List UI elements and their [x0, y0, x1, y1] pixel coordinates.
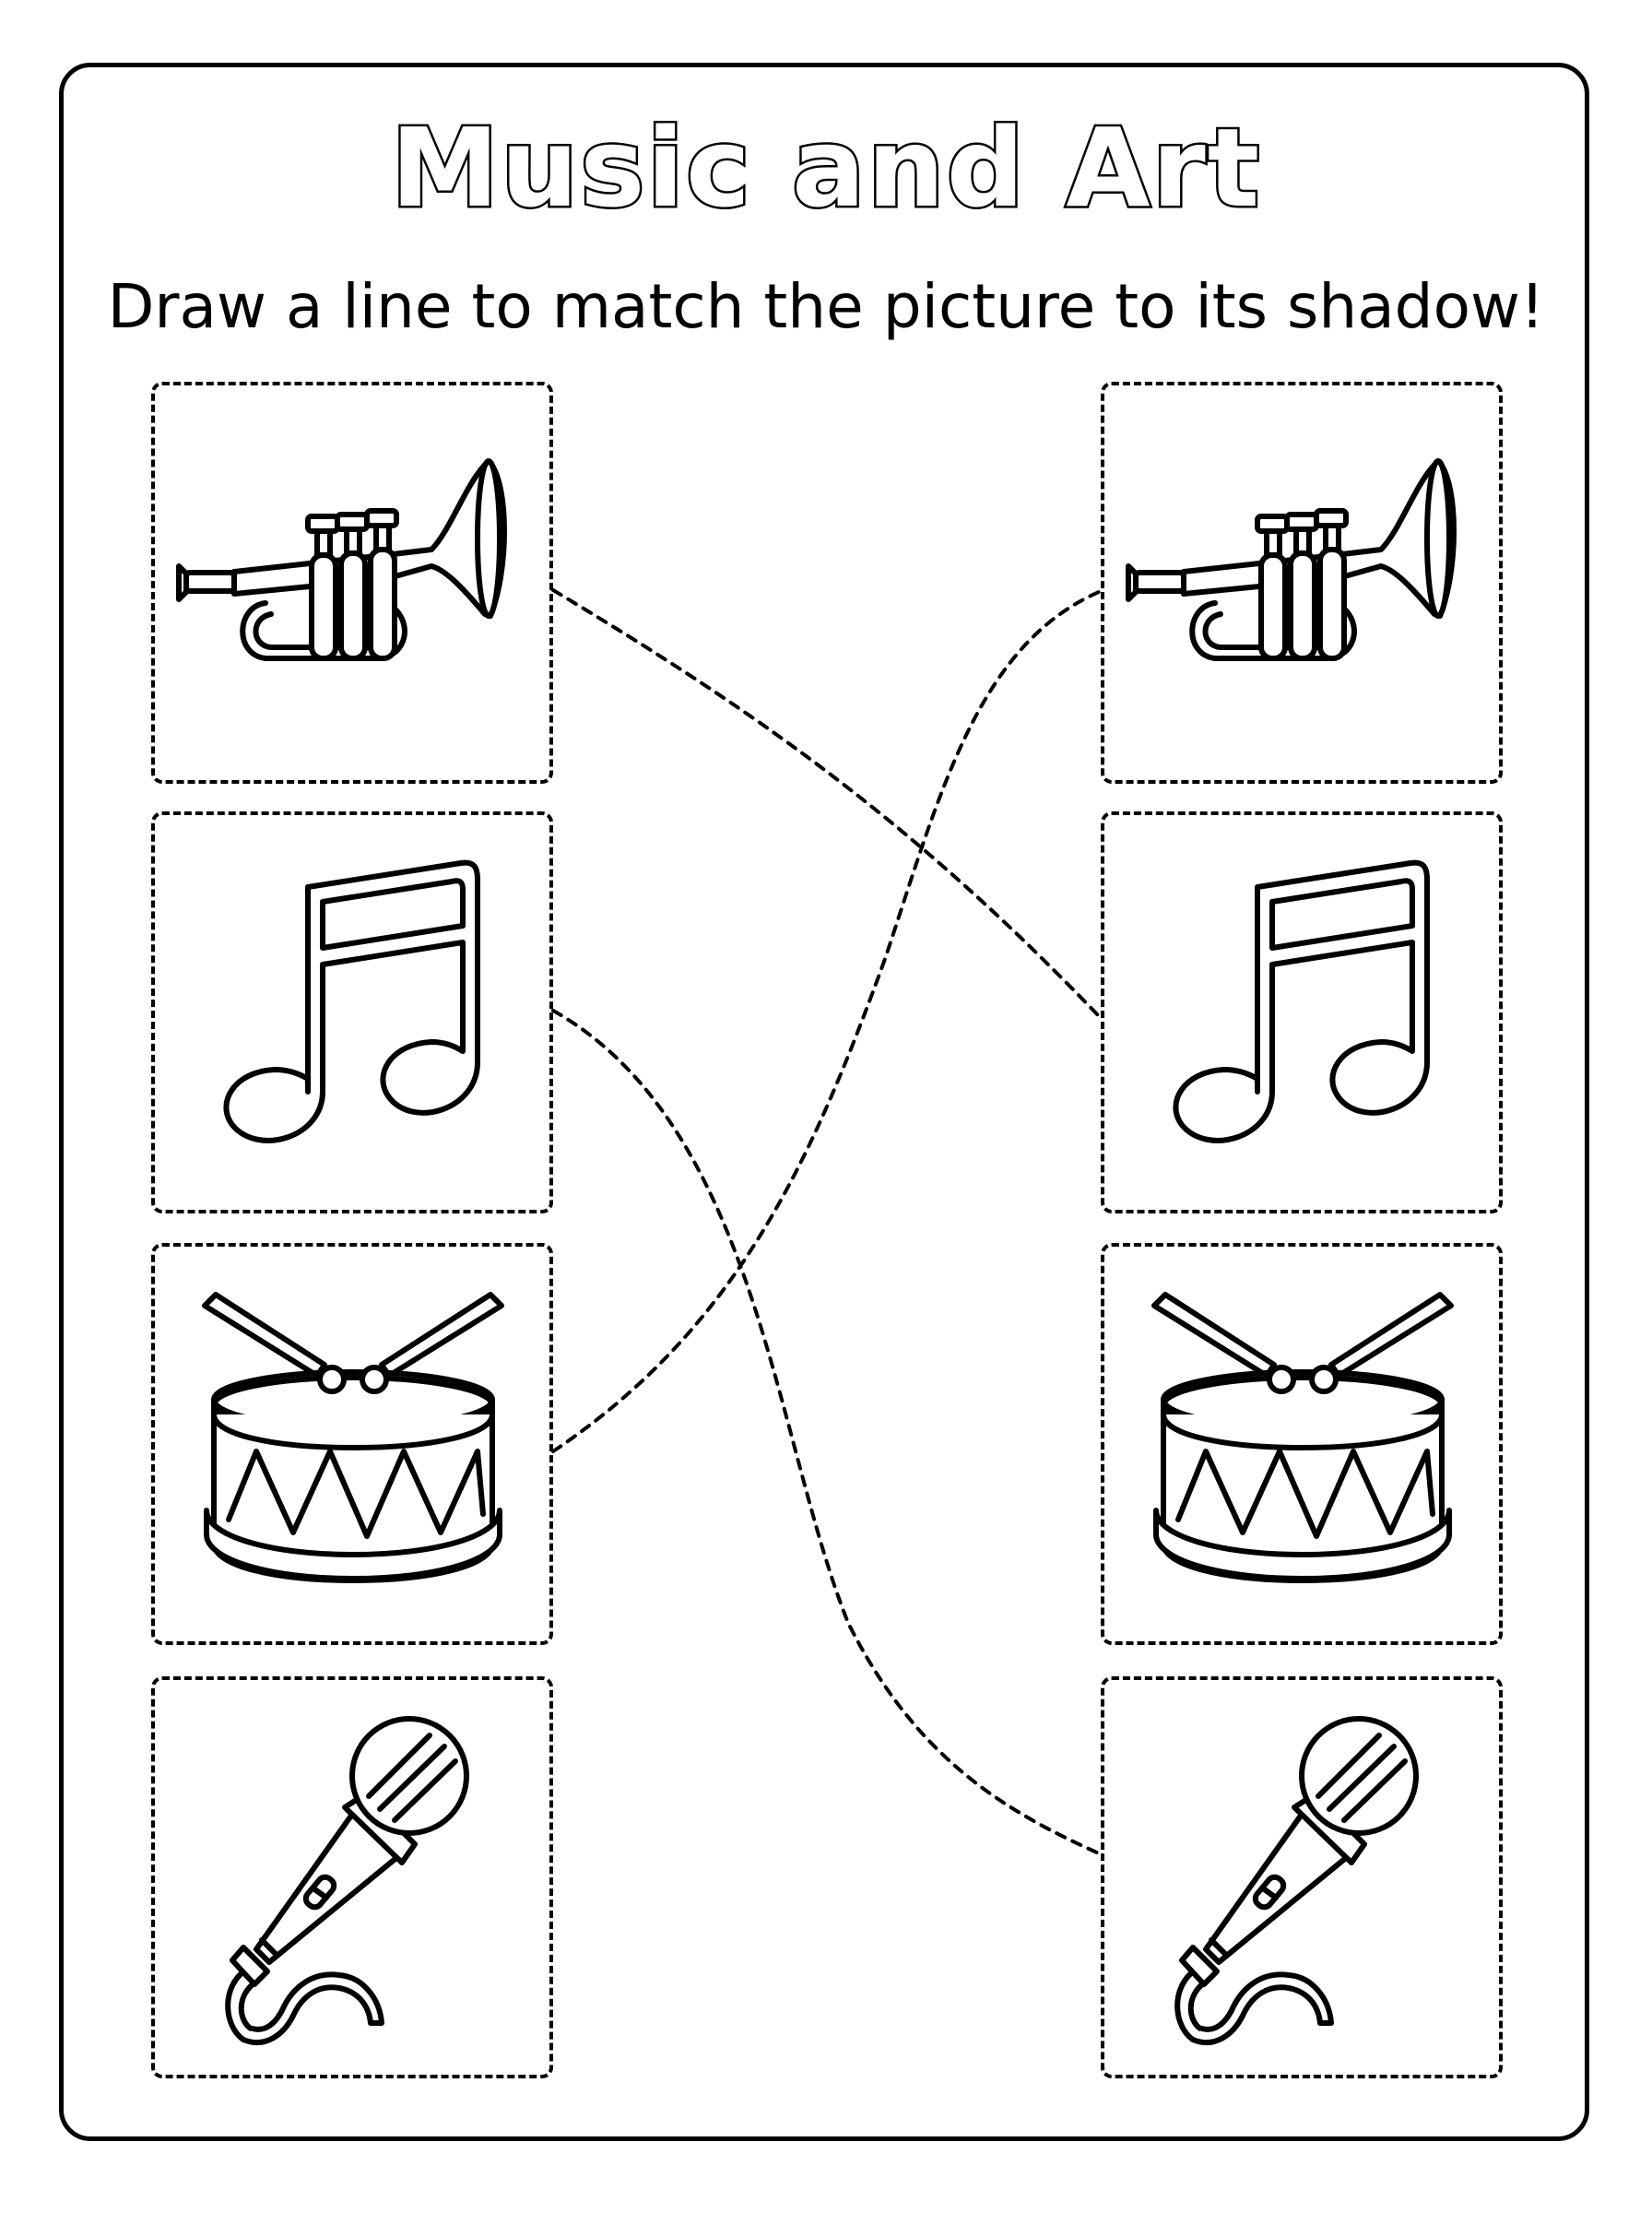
music-note-icon: [155, 815, 549, 1210]
microphone-icon: [1104, 1680, 1499, 2075]
left-card-music-note[interactable]: [151, 811, 553, 1213]
worksheet-title: Music and Art: [388, 102, 1262, 234]
microphone-icon: [155, 1680, 549, 2075]
worksheet-border: [59, 63, 1589, 2141]
drum-icon: [1104, 1247, 1499, 1641]
right-card-music-note[interactable]: [1101, 811, 1503, 1213]
left-card-microphone[interactable]: [151, 1676, 553, 2078]
right-card-trumpet[interactable]: [1101, 382, 1503, 784]
worksheet-instruction: Draw a line to match the picture to its …: [107, 271, 1545, 342]
left-card-drum[interactable]: [151, 1243, 553, 1645]
right-card-drum[interactable]: [1101, 1243, 1503, 1645]
left-card-trumpet[interactable]: [151, 382, 553, 784]
right-card-microphone[interactable]: [1101, 1676, 1503, 2078]
trumpet-icon: [1104, 385, 1499, 780]
drum-icon: [155, 1247, 549, 1641]
music-note-icon: [1104, 815, 1499, 1210]
trumpet-icon: [155, 385, 549, 780]
